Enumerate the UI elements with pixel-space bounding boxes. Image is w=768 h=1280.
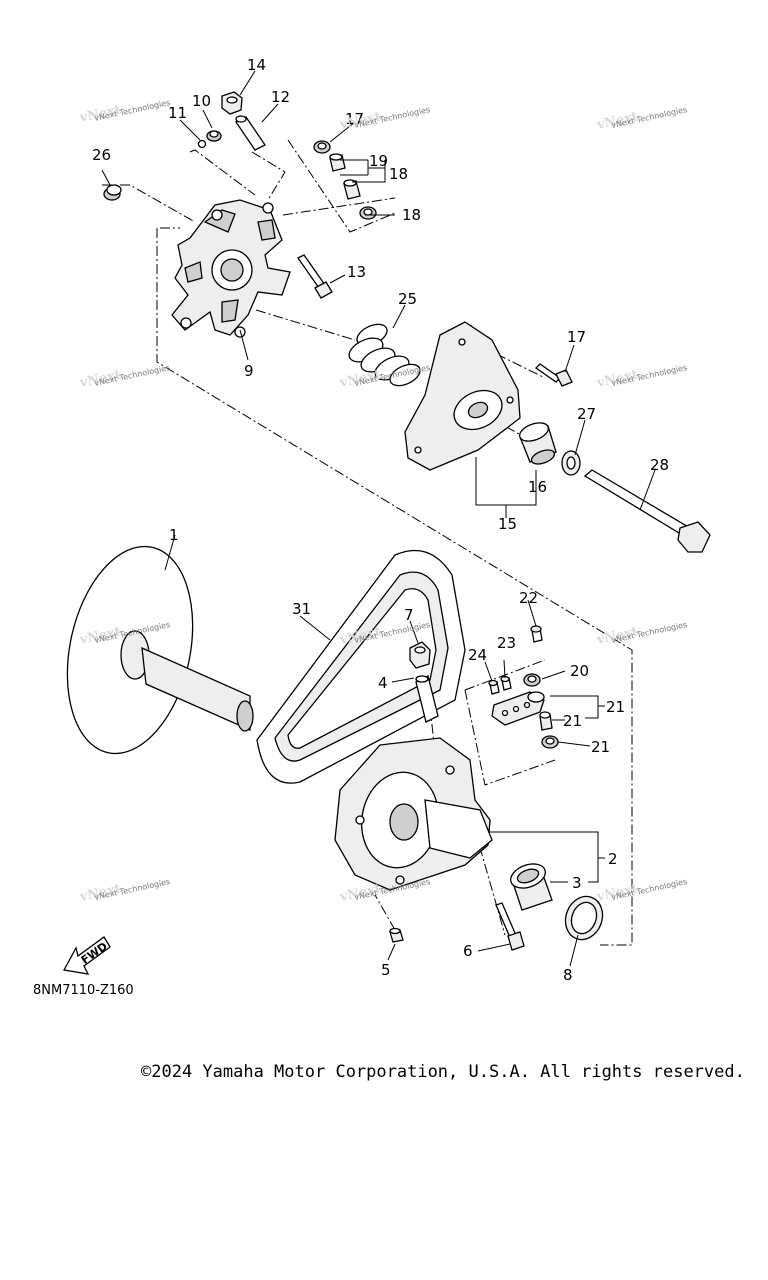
callout-22: 21: [606, 698, 625, 716]
part-5-pin[interactable]: [389, 927, 404, 943]
part-27-spring[interactable]: [345, 320, 423, 390]
callout-14: 14: [247, 56, 266, 74]
part-30-bolt[interactable]: [583, 469, 711, 553]
callout-20: 19: [369, 152, 388, 170]
part-4-collar[interactable]: [415, 675, 439, 723]
callout-19: 18: [389, 165, 408, 183]
callout-10: 10: [192, 92, 211, 110]
callout-23: 21: [563, 712, 582, 730]
part-3-bushing[interactable]: [507, 860, 553, 911]
callout-31: 31: [292, 600, 311, 618]
callout-27: 25: [398, 290, 417, 308]
callout-3: 3: [572, 874, 582, 892]
callout-labels: 14 12 10 11 26 17 19 18 18 13 25 9 17 27…: [92, 56, 669, 984]
callout-18-lower: 18: [402, 206, 421, 224]
figure-code: 8NM7110-Z160: [33, 983, 134, 998]
callout-13: 13: [347, 263, 366, 281]
part-2-movable-sheave[interactable]: [334, 737, 493, 891]
part-21-lower-washer[interactable]: [541, 735, 559, 749]
callout-11: 11: [168, 104, 187, 122]
part-29-washer[interactable]: [561, 450, 581, 476]
callout-4: 4: [378, 674, 388, 692]
part-26-screw[interactable]: [488, 679, 500, 695]
callout-1: 1: [169, 526, 179, 544]
callout-2: 2: [608, 850, 618, 868]
parts-exploded-diagram: 14 12 10 11 26 17 19 18 18 13 25 9 17 27…: [33, 56, 711, 998]
callout-15: 15: [498, 515, 517, 533]
part-15-cover[interactable]: [404, 321, 521, 471]
callout-17: 17: [567, 328, 586, 346]
callout-30: 28: [650, 456, 669, 474]
part-14-nut[interactable]: [221, 91, 243, 115]
callout-25: 23: [497, 634, 516, 652]
part-1-fixed-sheave[interactable]: [49, 535, 254, 765]
part-20-upper-bushing[interactable]: [329, 153, 346, 172]
callout-28: 26: [92, 146, 111, 164]
part-24-screw[interactable]: [530, 625, 543, 643]
callout-9: 9: [244, 362, 254, 380]
callout-18-upper: 17: [345, 110, 364, 128]
callout-29: 27: [577, 405, 596, 423]
part-17-bolt[interactable]: [534, 363, 573, 387]
callout-12: 12: [271, 88, 290, 106]
part-22-weight-assembly[interactable]: [491, 691, 545, 726]
part-16-bushing[interactable]: [517, 419, 557, 466]
part-31-belt[interactable]: [256, 549, 466, 784]
callout-24: 22: [519, 589, 538, 607]
callout-26: 24: [468, 646, 487, 664]
callout-7: 7: [404, 606, 414, 624]
part-12-pin[interactable]: [235, 115, 266, 151]
part-10-washer[interactable]: [206, 130, 222, 142]
copyright-notice: ©2024 Yamaha Motor Corporation, U.S.A. A…: [141, 1062, 745, 1082]
part-7-nut[interactable]: [409, 641, 431, 669]
part-18-upper-washer[interactable]: [313, 140, 331, 154]
callout-21-lower: 21: [591, 738, 610, 756]
part-6-bolt[interactable]: [495, 902, 525, 951]
leader-lines: [101, 70, 656, 967]
part-25-screw[interactable]: [500, 675, 512, 691]
part-13-bolt[interactable]: [297, 254, 333, 299]
fwd-arrow-icon: FWD: [62, 936, 111, 975]
part-18-lower-washer[interactable]: [359, 206, 377, 220]
part-23-roller[interactable]: [539, 711, 553, 731]
part-20-lower-bushing[interactable]: [343, 179, 361, 200]
part-21-upper-washer[interactable]: [523, 673, 541, 687]
part-9-spider[interactable]: [171, 199, 291, 338]
callout-6: 6: [463, 942, 473, 960]
part-28-cap[interactable]: [103, 184, 122, 201]
part-8-seal[interactable]: [560, 891, 609, 945]
callout-8: 8: [563, 966, 573, 984]
callout-5: 5: [381, 961, 391, 979]
callout-21-upper: 20: [570, 662, 589, 680]
part-11-o-ring[interactable]: [197, 139, 207, 149]
callout-16: 16: [528, 478, 547, 496]
